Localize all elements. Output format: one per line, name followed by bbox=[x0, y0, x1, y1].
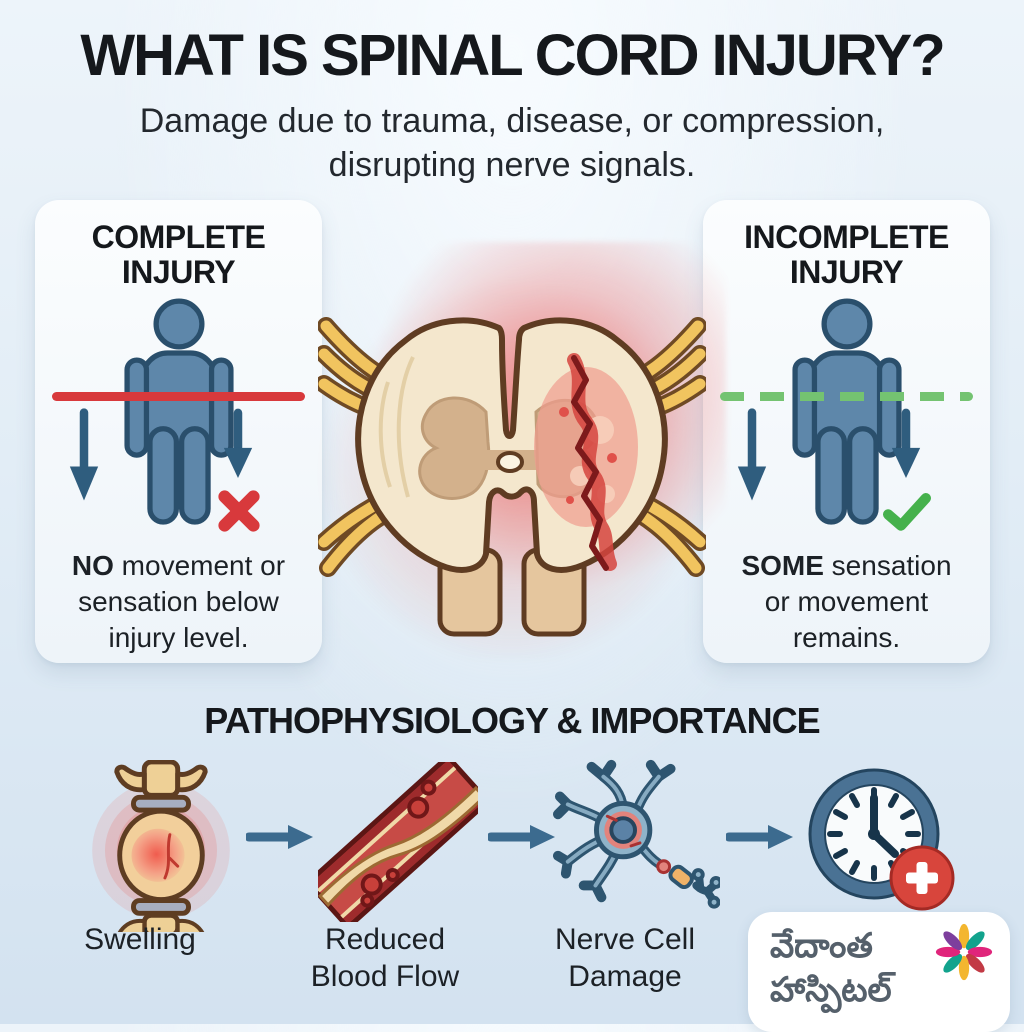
person-icon bbox=[791, 298, 902, 525]
right-arrow-icon bbox=[246, 825, 313, 849]
caption-rest: movement or sensation below injury level… bbox=[78, 550, 286, 653]
swollen-vertebra-icon bbox=[92, 760, 230, 932]
down-arrow-icon bbox=[69, 408, 99, 501]
incomplete-injury-title: INCOMPLETE INJURY bbox=[744, 219, 949, 291]
complete-injury-figure bbox=[35, 290, 322, 542]
clock-medical-urgency-icon bbox=[808, 768, 955, 911]
spinal-cord-cross-section-illustration bbox=[298, 242, 726, 660]
incomplete-injury-figure bbox=[703, 290, 990, 542]
caption-rest: sensation or movement remains. bbox=[764, 550, 952, 653]
damaged-neuron-icon bbox=[552, 759, 720, 909]
solid-red-injury-line bbox=[52, 392, 305, 401]
red-x-icon bbox=[218, 490, 260, 532]
hospital-name: వేదాంత హాస్పిటల్ bbox=[770, 924, 892, 1012]
hospital-name-line2: హాస్పిటల్ bbox=[770, 971, 892, 1010]
step-label-reduced-blood-flow: Reduced Blood Flow bbox=[310, 923, 460, 993]
colorful-starburst-icon bbox=[935, 923, 993, 981]
complete-injury-card: COMPLETE INJURY NO move bbox=[35, 200, 322, 663]
down-arrow-icon bbox=[737, 408, 767, 501]
caption-bold-word: NO bbox=[71, 550, 114, 581]
incomplete-injury-caption: SOME sensation or movement remains. bbox=[729, 548, 964, 655]
page-title: WHAT IS SPINAL CORD INJURY? bbox=[80, 23, 945, 88]
green-check-icon bbox=[883, 493, 931, 531]
page-subtitle: Damage due to trauma, disease, or compre… bbox=[139, 102, 885, 184]
injury-crack bbox=[567, 353, 617, 571]
complete-injury-title: COMPLETE INJURY bbox=[91, 219, 266, 291]
dashed-green-injury-line bbox=[720, 392, 973, 401]
step-label-nerve-cell-damage: Nerve Cell Damage bbox=[554, 923, 696, 993]
caption-bold-word: SOME bbox=[741, 550, 824, 581]
right-arrow-icon bbox=[726, 825, 793, 849]
complete-injury-caption: NO movement or sensation below injury le… bbox=[61, 548, 296, 655]
person-icon bbox=[123, 298, 234, 525]
hospital-name-line1: వేదాంత bbox=[770, 927, 873, 965]
central-canal bbox=[496, 451, 524, 473]
hospital-logo-card: వేదాంత హాస్పిటల్ bbox=[748, 912, 1010, 1032]
down-arrow-icon bbox=[223, 408, 253, 479]
right-arrow-icon bbox=[488, 825, 555, 849]
down-arrow-icon bbox=[891, 408, 921, 479]
incomplete-injury-card: INCOMPLETE INJURY SOME sensation or mov bbox=[703, 200, 990, 663]
step-label-swelling: Swelling bbox=[84, 923, 196, 956]
spinal-cord-icon bbox=[318, 317, 706, 637]
pathophysiology-heading: PATHOPHYSIOLOGY & IMPORTANCE bbox=[204, 700, 820, 741]
narrowed-blood-vessel-icon bbox=[318, 762, 478, 922]
